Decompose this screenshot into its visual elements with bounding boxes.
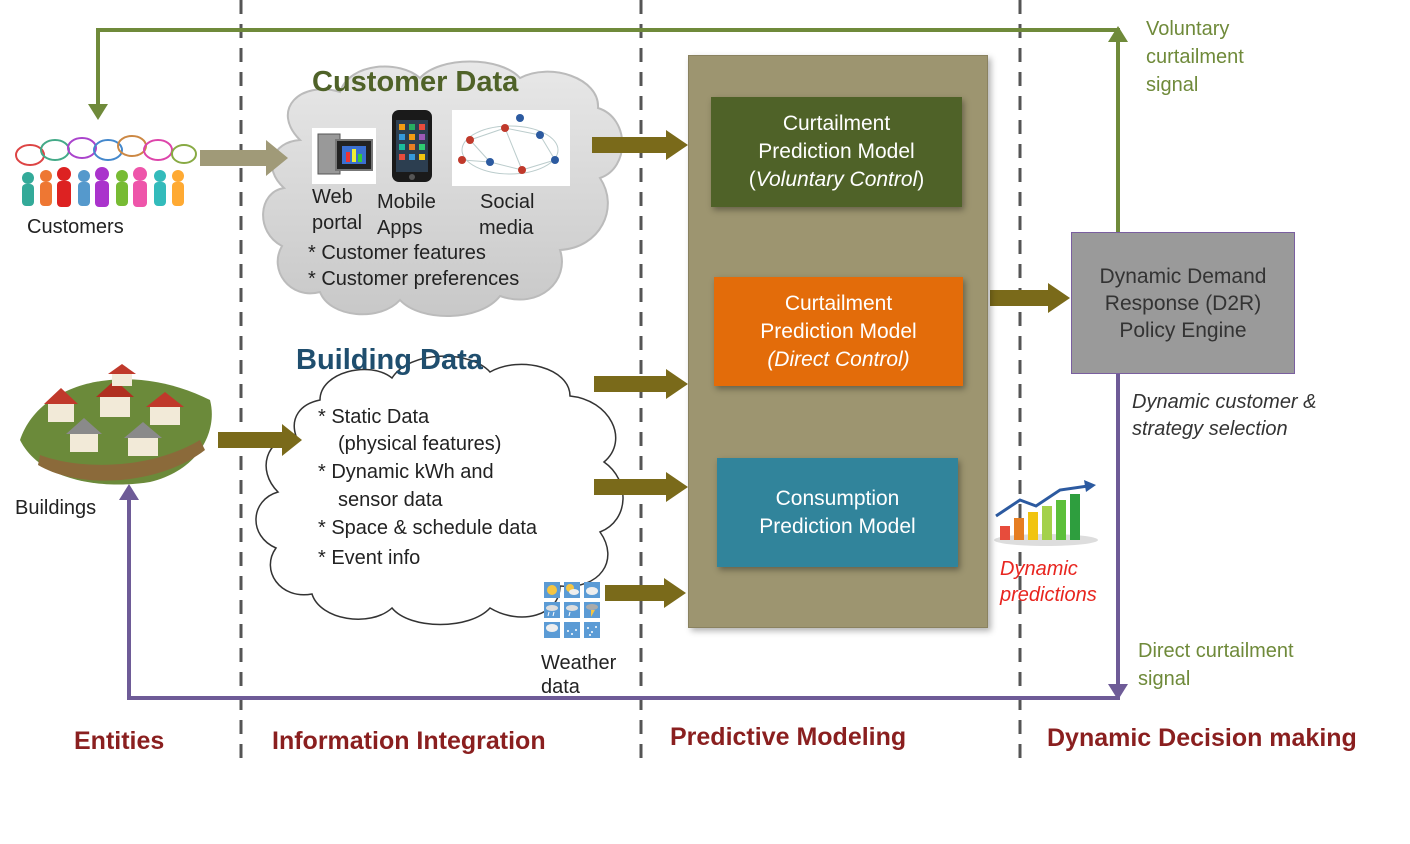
policy-engine-line3: Policy Engine	[1119, 318, 1247, 342]
green-arrowhead-down	[88, 104, 108, 120]
selection-label: Dynamic customer & strategy selection	[1132, 389, 1317, 443]
arrow-building-to-direct	[594, 369, 688, 399]
purple-arrowhead-up	[119, 484, 139, 500]
weather-icon	[544, 582, 600, 638]
consumption-model-line2: Prediction Model	[759, 514, 916, 538]
olive-arrows	[200, 130, 1070, 608]
weather-line2: data	[541, 676, 580, 698]
arrow-weather-to-model	[605, 578, 686, 608]
mobile-apps-line1: Mobile	[377, 191, 436, 213]
social-media-line2: media	[479, 217, 534, 239]
customers-icon	[15, 135, 197, 207]
direct-signal-line2: signal	[1138, 668, 1191, 690]
weather-label: Weather data	[541, 651, 616, 699]
predictions-icon	[994, 480, 1098, 546]
policy-engine-line2: Response (D2R)	[1104, 291, 1262, 315]
customer-preferences-label: * Customer preferences	[308, 268, 520, 290]
voluntary-signal-line3: signal	[1146, 74, 1199, 96]
arrow-building-to-consumption	[594, 472, 688, 502]
phase-predictive-modeling: Predictive Modeling	[670, 723, 907, 751]
policy-engine-line1: Dynamic Demand	[1099, 264, 1267, 288]
building-data-title: Building Data	[296, 344, 483, 376]
arrow-customers-to-cloud	[200, 140, 288, 176]
voluntary-model-line2: Prediction Model	[758, 140, 915, 163]
voluntary-model-line3: (Voluntary Control)	[748, 168, 925, 191]
green-arrowhead-up	[1108, 26, 1128, 42]
phase-separators	[239, 0, 1022, 760]
weather-line1: Weather	[541, 652, 617, 674]
web-portal-line1: Web	[312, 186, 353, 208]
voluntary-signal-line1: Voluntary	[1146, 18, 1230, 40]
direct-signal-label: Direct curtailment signal	[1138, 637, 1294, 693]
phase-entities: Entities	[74, 727, 165, 755]
customer-data-title: Customer Data	[312, 66, 519, 98]
voluntary-signal-line	[96, 28, 1120, 232]
selection-line1: Dynamic customer &	[1132, 391, 1317, 413]
direct-control-model[interactable]: Curtailment Prediction Model (Direct Con…	[714, 277, 963, 386]
buildings-label: Buildings	[15, 497, 97, 519]
predictions-line1: Dynamic	[1000, 558, 1078, 580]
mobile-apps-label: Mobile Apps	[377, 189, 436, 241]
social-media-icon	[452, 110, 570, 186]
mobile-apps-line2: Apps	[377, 217, 423, 239]
building-physical-features: (physical features)	[338, 433, 502, 455]
predictions-line2: predictions	[1000, 584, 1097, 606]
arrow-model-to-policy	[990, 283, 1070, 313]
voluntary-model-line1: Curtailment	[782, 112, 891, 135]
direct-model-line3: (Direct Control)	[767, 347, 910, 371]
building-static-data: * Static Data	[318, 406, 430, 428]
direct-signal-line1: Direct curtailment	[1138, 640, 1294, 662]
arrow-customer-to-model	[592, 130, 688, 160]
direct-model-line1: Curtailment	[784, 291, 893, 315]
customers-label: Customers	[27, 216, 124, 238]
web-portal-label: Web portal	[312, 184, 362, 236]
voluntary-control-model[interactable]: Curtailment Prediction Model (Voluntary …	[711, 97, 962, 207]
policy-engine[interactable]: Dynamic Demand Response (D2R) Policy Eng…	[1071, 232, 1295, 374]
consumption-model-line1: Consumption	[775, 486, 900, 510]
predictions-label: Dynamic predictions	[1000, 556, 1097, 608]
building-data-cloud	[255, 355, 624, 626]
social-media-label: Social media	[478, 189, 534, 241]
building-dynamic-kwh: * Dynamic kWh and	[318, 461, 494, 483]
consumption-prediction-model[interactable]: Consumption Prediction Model	[717, 458, 958, 567]
building-sensor-data: sensor data	[338, 489, 443, 511]
social-media-line1: Social	[480, 191, 535, 213]
building-event-info: * Event info	[318, 547, 421, 569]
arrow-buildings-to-cloud	[218, 424, 302, 456]
direct-model-line2: Prediction Model	[760, 319, 917, 343]
mobile-apps-icon	[392, 110, 432, 182]
selection-line2: strategy selection	[1132, 418, 1288, 440]
direct-signal-line	[127, 374, 1120, 700]
building-space-schedule: * Space & schedule data	[318, 517, 538, 539]
web-portal-icon	[312, 128, 376, 184]
phase-decision-making: Dynamic Decision making	[1047, 724, 1357, 752]
purple-arrowhead-down	[1108, 684, 1128, 700]
buildings-icon	[20, 364, 212, 485]
voluntary-signal-label: Voluntary curtailment signal	[1146, 15, 1244, 99]
customer-features-label: * Customer features	[308, 242, 486, 264]
phase-information-integration: Information Integration	[272, 727, 546, 755]
web-portal-line2: portal	[312, 212, 363, 234]
voluntary-signal-line2: curtailment	[1146, 46, 1244, 68]
